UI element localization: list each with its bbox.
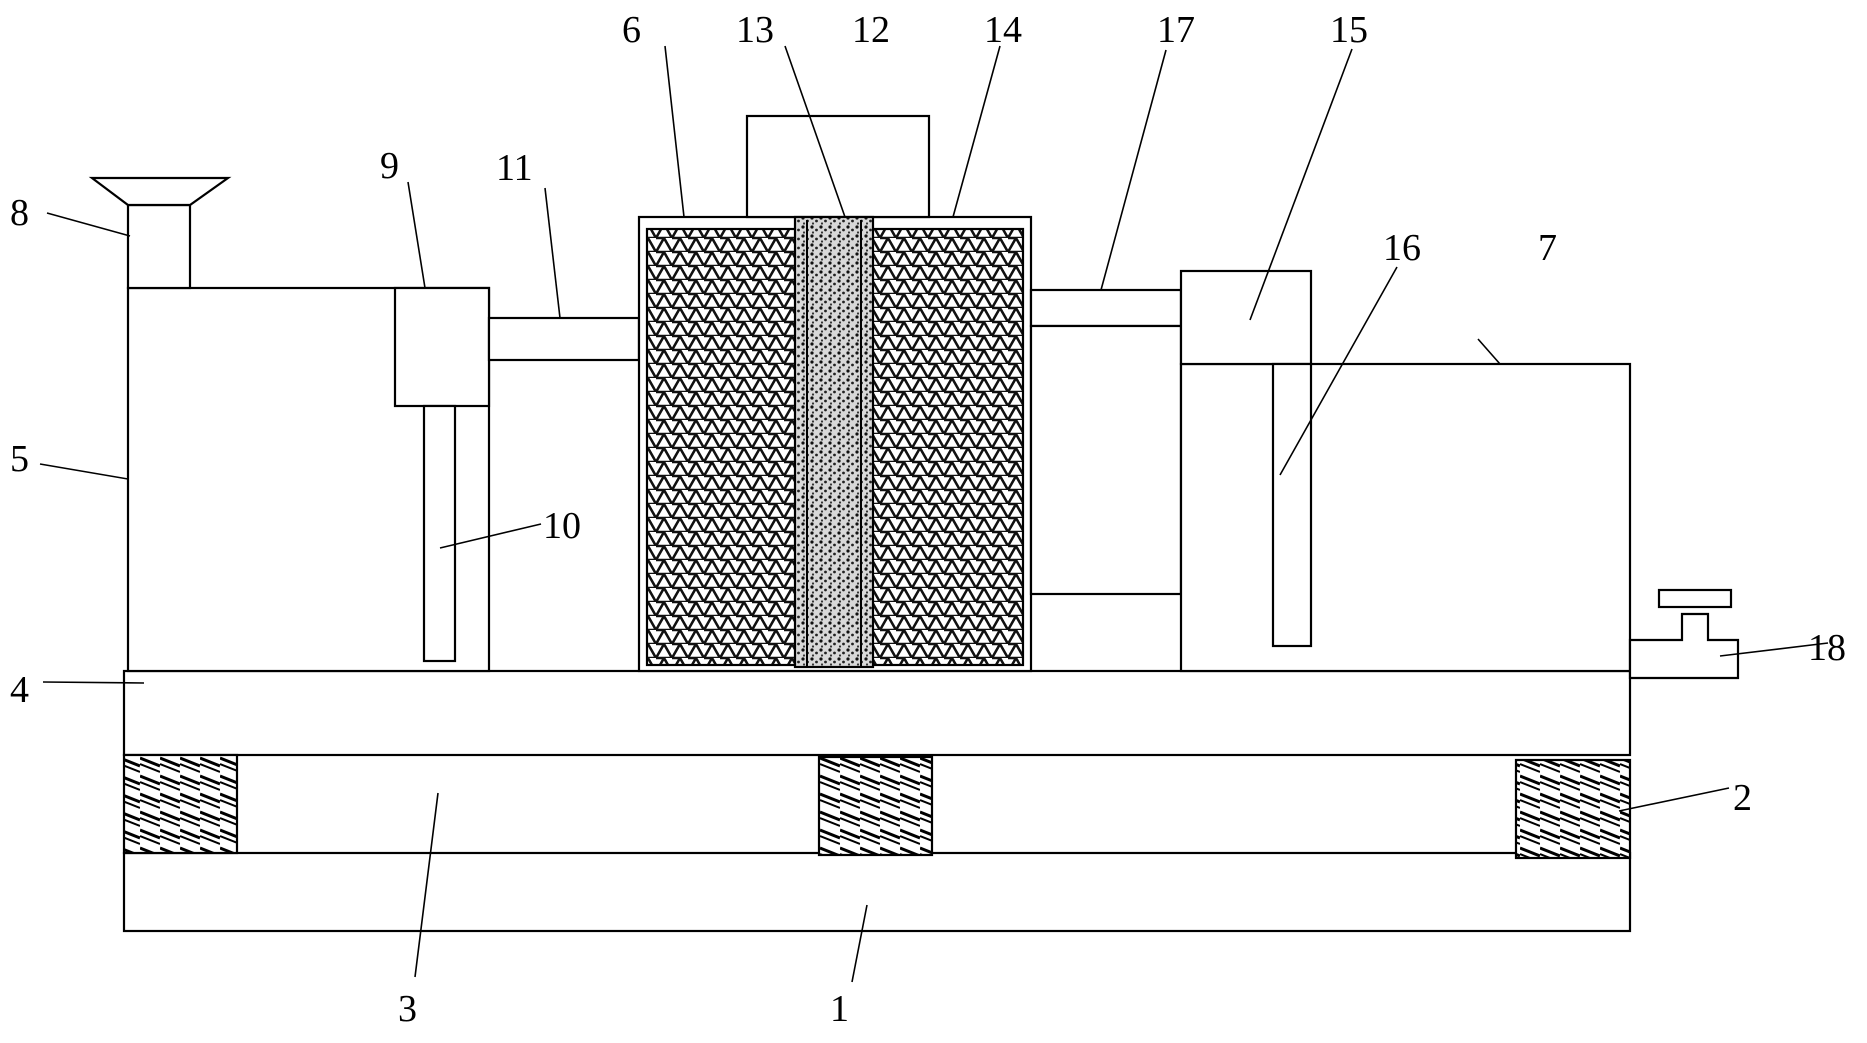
- label-6: 6: [622, 9, 641, 51]
- label-14: 14: [984, 9, 1022, 51]
- connector-block: [1029, 324, 1183, 596]
- right-pipe: [1271, 362, 1313, 648]
- label-7: 7: [1538, 227, 1557, 269]
- outlet-pipe: [1029, 288, 1183, 328]
- right-pump-box: [1179, 269, 1313, 366]
- suction-pipe: [422, 404, 457, 663]
- label-5: 5: [10, 438, 29, 480]
- label-2: 2: [1733, 777, 1752, 819]
- drain-valve: [1628, 588, 1740, 680]
- pump-box: [393, 286, 491, 408]
- label-15: 15: [1330, 9, 1368, 51]
- part-labels: 1 2 3 4 5 6 7 8 9 10 11 12 13 14 15 16 1…: [10, 9, 1846, 1030]
- right-tank: [1179, 362, 1632, 673]
- label-11: 11: [496, 147, 533, 189]
- label-10: 10: [543, 505, 581, 547]
- label-3: 3: [398, 988, 417, 1030]
- inlet-pipe: [487, 316, 641, 362]
- label-12: 12: [852, 9, 890, 51]
- label-9: 9: [380, 145, 399, 187]
- leader-lines: [39, 45, 1829, 983]
- feed-funnel: [88, 176, 232, 290]
- label-17: 17: [1157, 9, 1195, 51]
- label-18: 18: [1808, 627, 1846, 669]
- springs: [122, 753, 1632, 860]
- label-1: 1: [830, 988, 849, 1030]
- support-plate: [122, 669, 1632, 757]
- label-16: 16: [1383, 227, 1421, 269]
- base-plate: [122, 851, 1632, 933]
- motor-box: [745, 114, 931, 219]
- label-8: 8: [10, 192, 29, 234]
- label-4: 4: [10, 669, 29, 711]
- label-13: 13: [736, 9, 774, 51]
